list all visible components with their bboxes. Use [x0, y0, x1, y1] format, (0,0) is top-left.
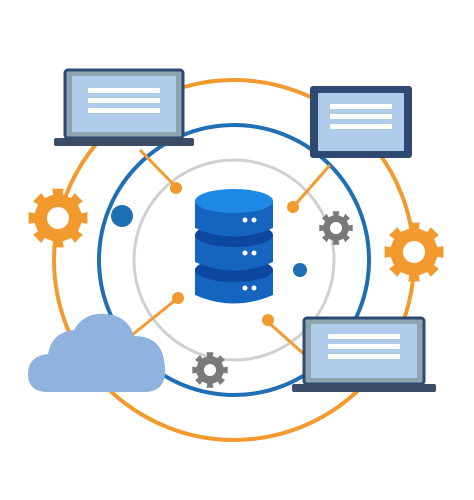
connector-bottom-right — [267, 320, 306, 357]
blue-dot-right — [293, 263, 307, 277]
connector-dot-bottom-left — [172, 292, 184, 304]
connector-top-left — [138, 148, 177, 188]
blue-dot-left — [111, 205, 133, 227]
laptop-icon — [292, 316, 436, 392]
middle-blue-ring — [97, 123, 371, 397]
gears — [28, 188, 444, 388]
connector-dot-top-right — [287, 201, 299, 213]
connector-top-right — [292, 164, 332, 207]
connector-dot-bottom-right — [262, 314, 274, 326]
gear-icon-small-right — [319, 211, 353, 245]
cloud-icon — [28, 313, 166, 392]
monitor-icon — [310, 86, 412, 158]
database-icon — [195, 189, 273, 304]
gear-icon-left — [28, 188, 88, 248]
inner-gray-ring — [132, 158, 336, 362]
connectors — [131, 148, 332, 357]
gear-icon-small-bottom — [192, 352, 228, 388]
gear-icon-right — [384, 222, 444, 282]
connector-bottom-left — [131, 296, 179, 337]
laptop-icon — [54, 68, 194, 146]
connector-dot-top-left — [170, 182, 182, 194]
